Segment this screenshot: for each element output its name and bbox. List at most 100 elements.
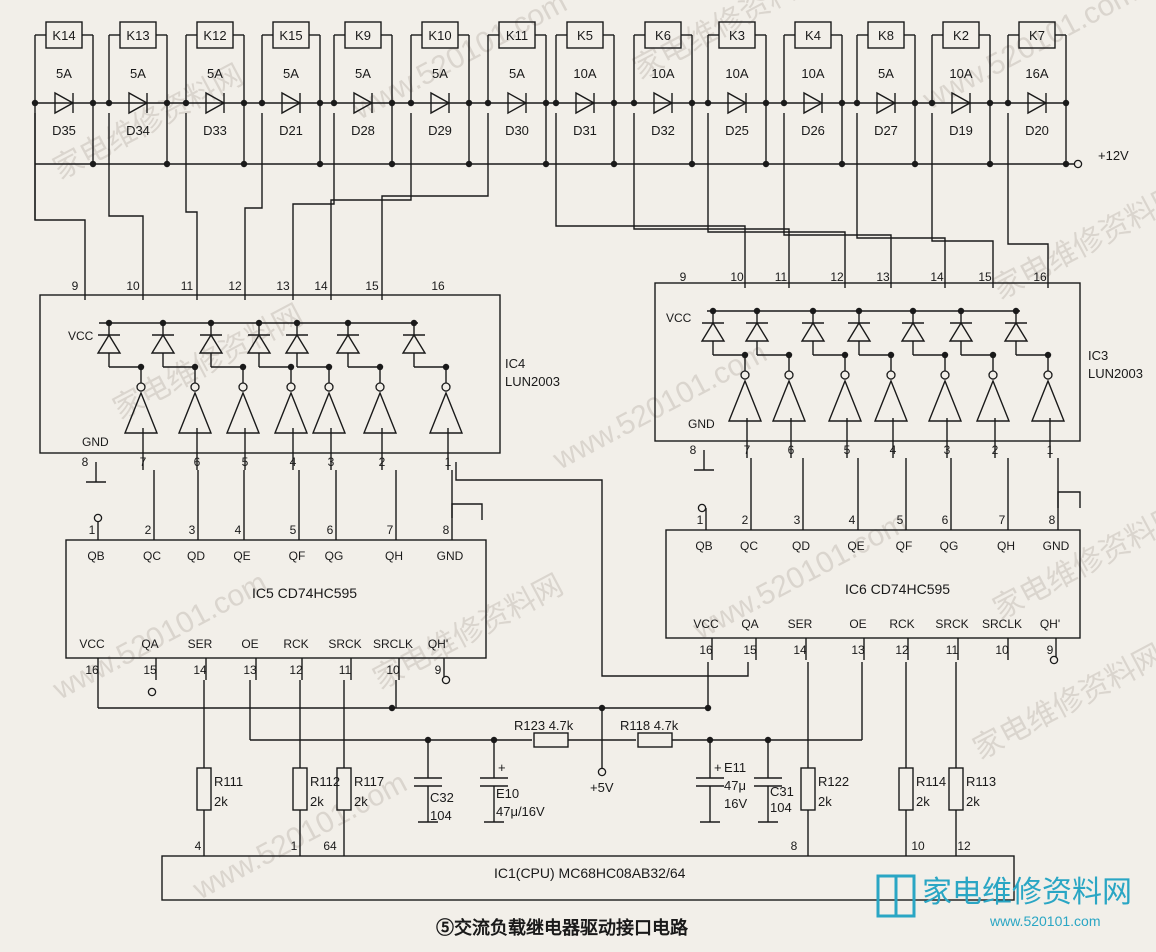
ic5-label: IC5 CD74HC595 — [252, 585, 357, 601]
e11-value: 47μ — [724, 778, 746, 793]
relay-to-ic4 — [244, 113, 263, 300]
junction-dot — [610, 160, 618, 168]
resistor-name: R113 — [966, 774, 996, 789]
inverter-buffer — [123, 391, 159, 434]
ic5-pin-num: 1 — [89, 523, 96, 537]
relay-current: 5A — [509, 66, 525, 81]
ic5-pin-name: OE — [241, 637, 258, 651]
inverter-buffer — [273, 391, 309, 434]
ic5-pin-num: 12 — [289, 663, 303, 677]
diode-name: D31 — [573, 123, 597, 138]
ic6-pin-num: 15 — [743, 643, 757, 657]
junction-dot — [809, 307, 817, 315]
junction-dot — [293, 319, 301, 327]
ic4-pin-bottom: 7 — [140, 455, 147, 469]
junction-dot — [182, 99, 190, 107]
ic6-pin-num: 3 — [794, 513, 801, 527]
junction-dot — [89, 160, 97, 168]
clamp-diode — [150, 333, 176, 354]
junction-dot — [887, 351, 895, 359]
ic4-pin-top: 9 — [72, 279, 79, 293]
ic6-pin-num: 10 — [995, 643, 1009, 657]
ic5-pin-name: SRCLK — [373, 637, 413, 651]
terminal — [441, 675, 451, 685]
resistor-value: 2k — [966, 794, 980, 809]
resistor-name: R111 — [214, 774, 243, 789]
ic6-pin-name: QH' — [1040, 617, 1060, 631]
ic5-pin-name: QA — [141, 637, 158, 651]
ic3-pin-bottom: 6 — [788, 443, 795, 457]
inverter-bubble — [324, 382, 334, 392]
ic6-pin-num: 16 — [699, 643, 713, 657]
ic6-pin-name: QD — [792, 539, 810, 553]
series-resistor — [292, 767, 308, 811]
junction-dot — [376, 363, 384, 371]
ic3-pin-bottom: 7 — [744, 443, 751, 457]
resistor-r118 — [637, 732, 673, 748]
diode-name: D25 — [725, 123, 749, 138]
clamp-diode — [401, 333, 427, 354]
ic3-gnd: GND — [688, 417, 715, 431]
junction-dot — [552, 99, 560, 107]
ic5-pin-name: QG — [325, 549, 344, 563]
flyback-diode — [353, 91, 374, 115]
series-resistor — [948, 767, 964, 811]
flyback-diode — [128, 91, 149, 115]
relay-name: K12 — [203, 28, 226, 43]
ic3-vcc: VCC — [666, 311, 692, 325]
relay-to-ic3 — [707, 113, 846, 288]
c31-value: 104 — [770, 800, 792, 815]
ic5-pin-name: QH' — [428, 637, 448, 651]
junction-dot — [1004, 99, 1012, 107]
relay-current: 5A — [56, 66, 72, 81]
ic4-body — [39, 294, 501, 454]
watermark: www.520101.com — [347, 0, 572, 127]
relay-to-ic4 — [34, 113, 86, 300]
watermark: 家电维修资料网 — [368, 568, 569, 696]
ic6-pin-num: 2 — [742, 513, 749, 527]
junction-dot — [465, 160, 473, 168]
ic5-pin-name: GND — [437, 549, 464, 563]
terminal — [1073, 159, 1083, 169]
inverter-bubble — [840, 370, 850, 380]
ic5-pin-num: 3 — [189, 523, 196, 537]
flyback-diode — [205, 91, 226, 115]
ic3-pin-top: 14 — [930, 270, 944, 284]
diode-name: D32 — [651, 123, 675, 138]
c32-value: 104 — [430, 808, 452, 823]
ic3-part: LUN2003 — [1088, 366, 1143, 381]
inverter-bubble — [136, 382, 146, 392]
junction-dot — [105, 319, 113, 327]
junction-dot — [630, 99, 638, 107]
ic6-pin-num: 6 — [942, 513, 949, 527]
ic6-pin-num: 5 — [897, 513, 904, 527]
diode-name: D30 — [505, 123, 529, 138]
ic3-pin-top: 9 — [680, 270, 687, 284]
ic6-pin-name: QF — [896, 539, 913, 553]
ic5-pin-name: SER — [188, 637, 213, 651]
inverter-buffer — [827, 379, 863, 422]
junction-dot — [853, 99, 861, 107]
relay-current: 10A — [725, 66, 748, 81]
junction-dot — [911, 160, 919, 168]
watermark: 家电维修资料网 — [968, 638, 1156, 766]
junction-dot — [330, 99, 338, 107]
ic4-pin-top: 13 — [276, 279, 290, 293]
ic3-pin-top: 12 — [830, 270, 844, 284]
ic4-part: LUN2003 — [505, 374, 560, 389]
junction-dot — [688, 160, 696, 168]
ic4-pin-bottom: 4 — [290, 455, 297, 469]
resistor-value: 2k — [310, 794, 324, 809]
diode-name: D28 — [351, 123, 375, 138]
flyback-diode — [653, 91, 674, 115]
ic5-pin-num: 10 — [386, 663, 400, 677]
junction-dot — [191, 363, 199, 371]
junction-dot — [1044, 351, 1052, 359]
flyback-diode — [727, 91, 748, 115]
plus12-label: +12V — [1098, 148, 1129, 163]
junction-dot — [704, 704, 712, 712]
wiring — [31, 21, 1083, 901]
junction-dot — [442, 363, 450, 371]
junction-dot — [909, 307, 917, 315]
terminal — [697, 503, 707, 513]
